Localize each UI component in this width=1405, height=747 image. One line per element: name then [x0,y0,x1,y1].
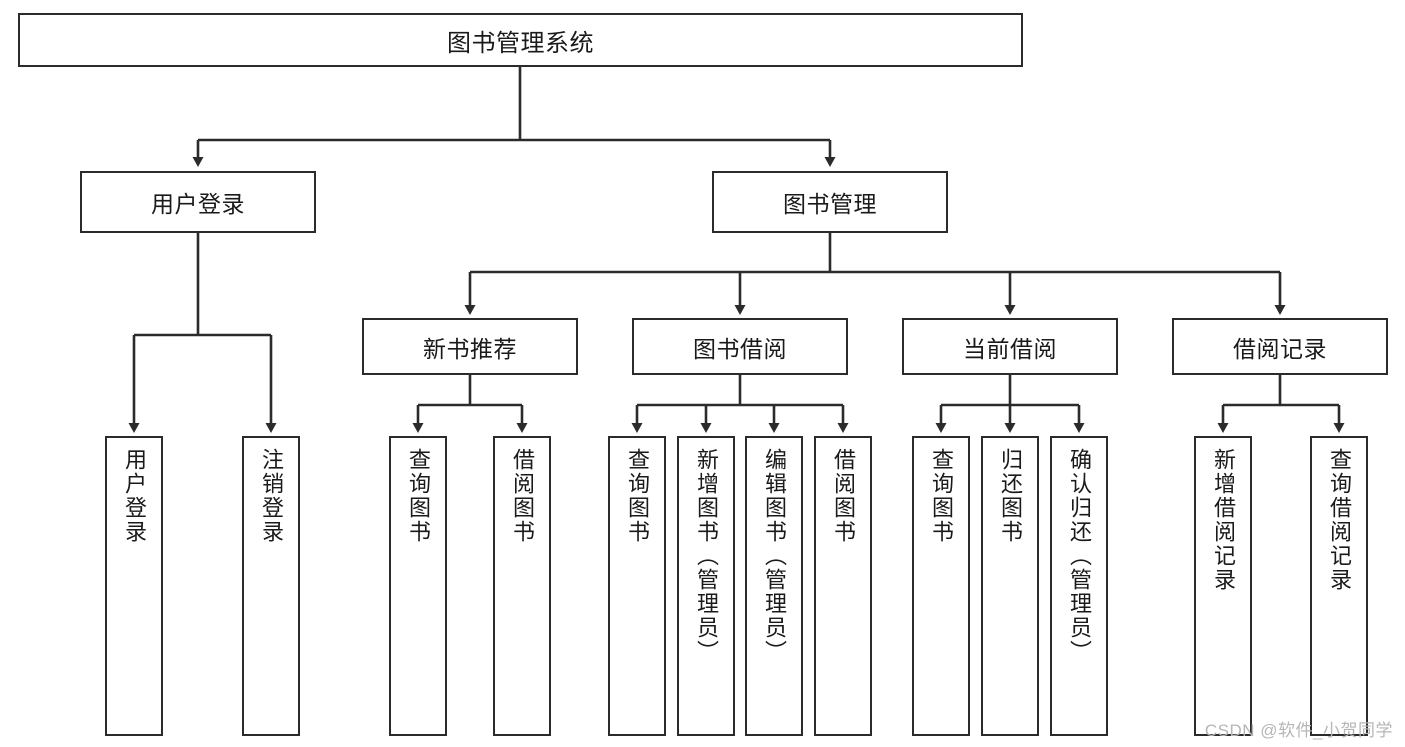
leaf-book-borrow-add[interactable]: 新增图书（管理员） [677,436,735,736]
node-current-borrow[interactable]: 当前借阅 [902,318,1118,375]
leaf-new-book-borrow[interactable]: 借阅图书 [493,436,551,736]
node-label: 当前借阅 [963,335,1057,362]
leaf-book-borrow-borrow[interactable]: 借阅图书 [814,436,872,736]
node-label: 用户登录 [151,191,245,217]
node-new-book-recommend[interactable]: 新书推荐 [362,318,578,375]
leaf-book-borrow-edit[interactable]: 编辑图书（管理员） [745,436,803,736]
node-label: 查询图书 [405,448,431,544]
node-label: 借阅图书 [509,448,535,544]
node-label: 借阅记录 [1233,335,1327,362]
node-label: 用户登录 [121,448,147,544]
node-label: 图书管理 [783,191,877,217]
leaf-borrow-record-query[interactable]: 查询借阅记录 [1310,436,1368,736]
node-label: 注销登录 [258,448,284,544]
node-label: 归还图书 [997,448,1023,544]
node-label: 编辑图书（管理员） [761,448,787,664]
leaf-borrow-record-add[interactable]: 新增借阅记录 [1194,436,1252,736]
node-label: 查询图书 [624,448,650,544]
leaf-new-book-query[interactable]: 查询图书 [389,436,447,736]
node-label: 确认归还（管理员） [1066,448,1092,664]
node-label: 借阅图书 [830,448,856,544]
node-user-login[interactable]: 用户登录 [80,171,316,233]
node-label: 查询图书 [928,448,954,544]
node-label: 图书借阅 [693,335,787,362]
node-label: 新增图书（管理员） [693,448,719,664]
leaf-user-login-login[interactable]: 用户登录 [105,436,163,736]
leaf-current-borrow-return[interactable]: 归还图书 [981,436,1039,736]
node-root-system[interactable]: 图书管理系统 [18,13,1023,67]
node-label: 新书推荐 [423,335,517,362]
leaf-user-login-logout[interactable]: 注销登录 [242,436,300,736]
node-book-borrow[interactable]: 图书借阅 [632,318,848,375]
node-borrow-record[interactable]: 借阅记录 [1172,318,1388,375]
leaf-current-borrow-query[interactable]: 查询图书 [912,436,970,736]
leaf-book-borrow-query[interactable]: 查询图书 [608,436,666,736]
leaf-current-borrow-confirm-return[interactable]: 确认归还（管理员） [1050,436,1108,736]
node-book-management[interactable]: 图书管理 [712,171,948,233]
node-label: 新增借阅记录 [1210,448,1236,592]
node-label: 图书管理系统 [447,29,594,57]
node-label: 查询借阅记录 [1326,448,1352,592]
csdn-watermark: CSDN @软件_小贺同学 [1204,721,1393,740]
